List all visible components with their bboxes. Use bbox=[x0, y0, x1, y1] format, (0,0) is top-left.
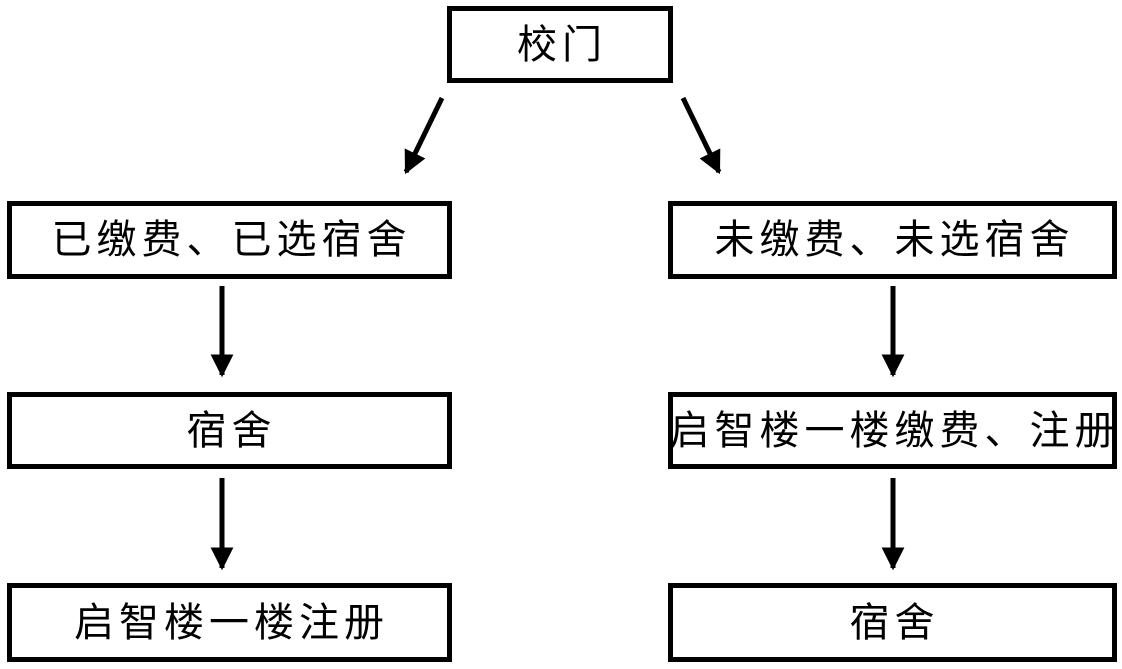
flow-node-label-qizhi-floor1-register: 启智楼一楼注册 bbox=[74, 599, 389, 646]
flow-node-label-school-gate: 校门 bbox=[517, 21, 607, 68]
flow-node-dormitory-left: 宿舍 bbox=[7, 392, 452, 469]
flow-node-label-unpaid-unselected-dorm: 未缴费、未选宿舍 bbox=[714, 217, 1075, 263]
flow-node-label-dormitory-right: 宿舍 bbox=[849, 599, 940, 646]
flow-node-qizhi-floor1-register: 启智楼一楼注册 bbox=[7, 583, 452, 662]
flow-node-school-gate: 校门 bbox=[447, 6, 673, 83]
flow-node-label-qizhi-floor1-pay-register: 启智楼一楼缴费、注册 bbox=[669, 407, 1120, 454]
flow-node-paid-selected-dorm: 已缴费、已选宿舍 bbox=[7, 201, 452, 279]
arrow-school-gate-to-paid-selected-dorm bbox=[403, 96, 445, 175]
flow-node-label-paid-selected-dorm: 已缴费、已选宿舍 bbox=[51, 217, 412, 263]
flow-node-qizhi-floor1-pay-register: 启智楼一楼缴费、注册 bbox=[668, 392, 1117, 469]
flow-node-dormitory-right: 宿舍 bbox=[668, 583, 1117, 662]
arrow-school-gate-to-unpaid-unselected-dorm bbox=[680, 96, 722, 175]
flow-node-label-dormitory-left: 宿舍 bbox=[186, 407, 277, 454]
flow-node-unpaid-unselected-dorm: 未缴费、未选宿舍 bbox=[668, 201, 1117, 279]
